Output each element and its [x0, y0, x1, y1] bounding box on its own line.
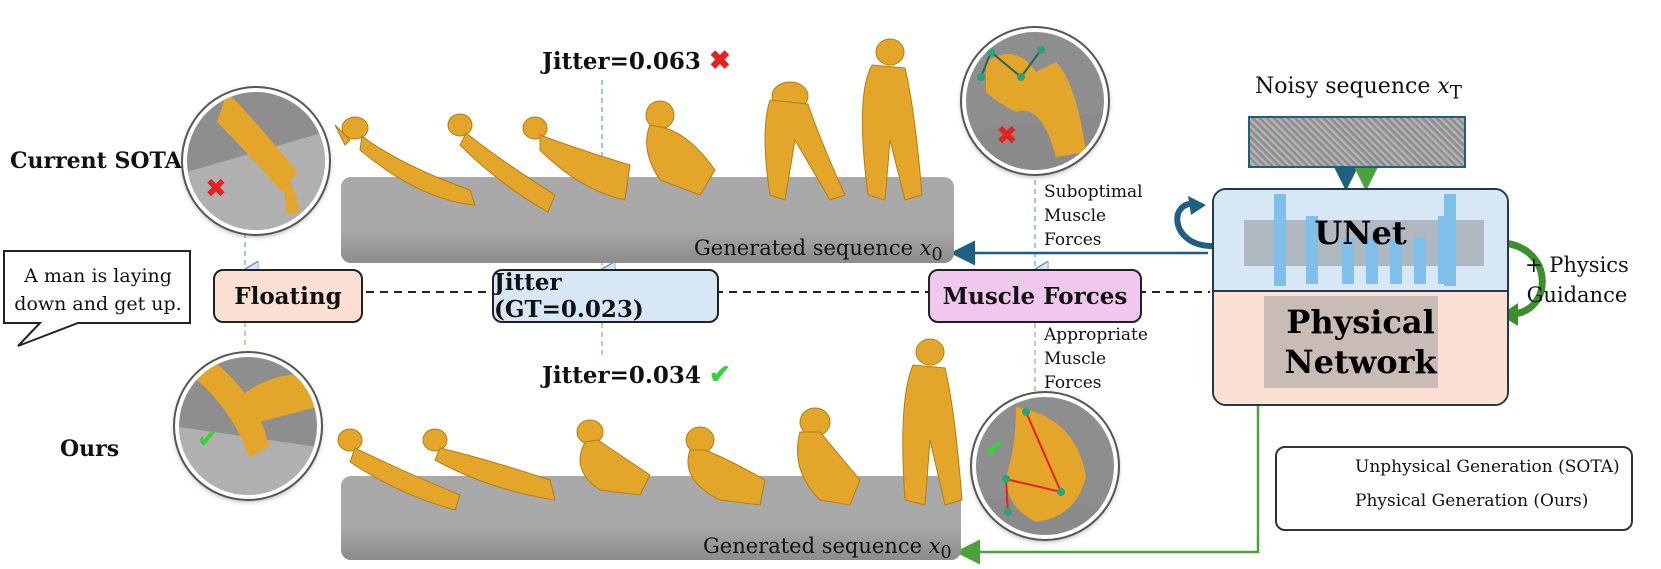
check-icon: ✔: [708, 360, 731, 390]
ours-figure: [576, 419, 651, 496]
unet-loop-arrow: [1174, 200, 1213, 249]
physics-guidance-label: + Physics Guidance: [1525, 253, 1629, 307]
muscle-forces-box: Muscle Forces: [928, 269, 1142, 323]
legend: [1275, 446, 1633, 531]
physics-guidance-arrow: [1504, 239, 1546, 318]
sota-figure: [764, 81, 846, 201]
physical-network-label: Physical Network: [1284, 303, 1437, 381]
ours-figure: [337, 428, 461, 511]
sota-muscle-note: Suboptimal Muscle Forces: [1044, 182, 1143, 250]
sota-jitter-value: Jitter=0.063 ✖: [542, 46, 731, 76]
sota-figure: [447, 113, 556, 213]
sota-muscle-zoom: ✖: [962, 28, 1108, 174]
svg-text:✔: ✔: [984, 434, 1006, 464]
ours-muscle-note: Appropriate Muscle Forces: [1044, 325, 1148, 393]
ours-output-arrow: [955, 402, 1260, 565]
ours-jitter-value: Jitter=0.034 ✔: [542, 360, 731, 390]
ours-figure: [902, 338, 963, 506]
svg-text:✖: ✖: [205, 174, 227, 204]
sota-row-label: Current SOTA: [10, 148, 182, 174]
noise-image: [1248, 116, 1466, 168]
unet-label: UNet: [1314, 214, 1407, 252]
sota-figure: [334, 116, 476, 206]
floating-box: Floating: [213, 269, 363, 323]
svg-text:✖: ✖: [996, 121, 1018, 151]
sota-sequence-label: Generated sequence x0: [694, 236, 943, 266]
legend-ours-label: Physical Generation (Ours): [1355, 491, 1589, 511]
ours-figure: [422, 428, 556, 501]
model-block: UNet Physical Network: [1212, 188, 1509, 406]
svg-text:✔: ✔: [197, 424, 219, 454]
unet-section: UNet: [1214, 190, 1507, 290]
jitter-box: Jitter (GT=0.023): [492, 269, 719, 323]
cross-icon: ✖: [708, 46, 731, 76]
ours-row-label: Ours: [60, 436, 120, 462]
ours-muscle-zoom: ✔: [972, 393, 1118, 539]
sota-floating-zoom: ✖: [183, 88, 329, 234]
ours-figure: [685, 426, 766, 506]
sota-figure: [861, 38, 923, 201]
legend-sota-label: Unphysical Generation (SOTA): [1355, 457, 1620, 477]
sota-figure: [522, 116, 631, 201]
noise-label: Noisy sequence xT: [1255, 74, 1462, 104]
ours-sequence-label: Generated sequence x0: [703, 534, 952, 564]
prompt-text: A man is laying down and get up.: [14, 265, 182, 315]
physical-network-section: Physical Network: [1214, 292, 1507, 404]
ours-figure: [797, 407, 861, 506]
ours-floating-zoom: ✔: [175, 353, 321, 499]
sota-figure: [645, 100, 716, 196]
